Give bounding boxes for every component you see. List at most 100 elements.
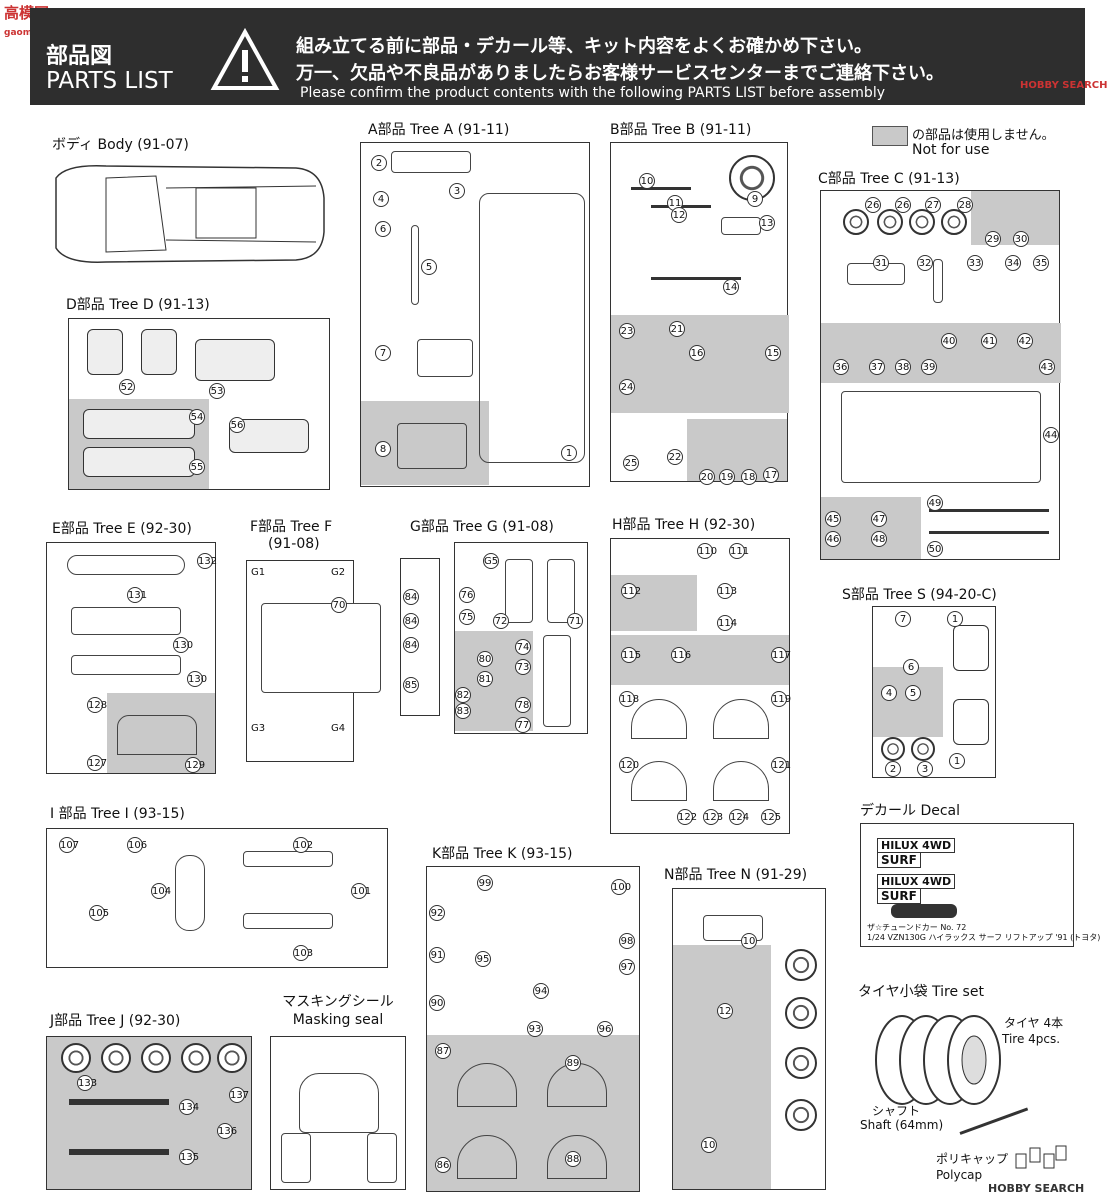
tree-label-f: F部品 Tree F: [250, 519, 333, 535]
part-num: 102: [293, 837, 313, 853]
part-num: 124: [729, 809, 749, 825]
part-num: 5: [905, 685, 921, 701]
part-num: 71: [567, 613, 583, 629]
part-num: 27: [925, 197, 941, 213]
decal-brand-1b: HILUX 4WD: [877, 874, 956, 889]
part-num: 14: [723, 279, 739, 295]
masking-seal-sheet: [270, 1036, 406, 1190]
part-num: 133: [77, 1075, 97, 1091]
legend-text-en: Not for use: [912, 142, 990, 158]
part-num: 26: [865, 197, 881, 213]
part-num: 84: [403, 613, 419, 629]
tree-d-runner: 52 53 54 55 56: [68, 318, 330, 490]
part-num: 122: [677, 809, 697, 825]
part-num: 112: [621, 583, 641, 599]
part-num: 16: [689, 345, 705, 361]
page-title-jp: 部品図: [46, 44, 113, 69]
polycap-drawing: [1015, 1145, 1067, 1169]
part-num: 36: [833, 359, 849, 375]
part-num: 88: [565, 1151, 581, 1167]
tree-label-b: B部品 Tree B (91-11): [610, 122, 752, 138]
part-num: 32: [917, 255, 933, 271]
tire-label-en: Tire 4pcs.: [1002, 1032, 1061, 1046]
part-num: 54: [189, 409, 205, 425]
part-num: 46: [825, 531, 841, 547]
part-num: 9: [747, 191, 763, 207]
part-num: 81: [477, 671, 493, 687]
part-num: 77: [515, 717, 531, 733]
part-num: 6: [903, 659, 919, 675]
part-num: 84: [403, 637, 419, 653]
part-num: 111: [729, 543, 749, 559]
polycap-label-en: Polycap: [936, 1168, 983, 1182]
part-num: 35: [1033, 255, 1049, 271]
part-num: 13: [759, 215, 775, 231]
tree-label-i: I 部品 Tree I (93-15): [50, 806, 185, 822]
tree-i-runner: 107 106 102 101 104 105 103: [46, 828, 388, 968]
part-num: 132: [197, 553, 217, 569]
part-num: 128: [87, 697, 107, 713]
part-num: 41: [981, 333, 997, 349]
part-num: 119: [771, 691, 791, 707]
decal-caption-1: ザ☆チューンドカー No. 72: [867, 923, 967, 932]
part-num: 96: [597, 1021, 613, 1037]
tree-j-runner: 133 134 135 136 137: [46, 1036, 252, 1190]
part-num: 116: [671, 647, 691, 663]
tree-label-body: ボディ Body (91-07): [52, 137, 189, 153]
part-num: 22: [667, 449, 683, 465]
part-num: 38: [895, 359, 911, 375]
part-num: 134: [179, 1099, 199, 1115]
part-num: 21: [669, 321, 685, 337]
part-num: 7: [895, 611, 911, 627]
part-num: 97: [619, 959, 635, 975]
decal-sheet: HILUX 4WD SURF HILUX 4WD SURF ザ☆チューンドカー …: [860, 823, 1100, 947]
part-num: 117: [771, 647, 791, 663]
part-num: 83: [455, 703, 471, 719]
part-num: 75: [459, 609, 475, 625]
part-num: 31: [873, 255, 889, 271]
part-num: 114: [717, 615, 737, 631]
part-num: 121: [771, 757, 791, 773]
body-shell-drawing: [55, 165, 325, 263]
part-num: 23: [619, 323, 635, 339]
part-num: 3: [449, 183, 465, 199]
legend-text-jp: の部品は使用しません。: [912, 128, 1055, 143]
part-num: 113: [717, 583, 737, 599]
gate-label: G1: [251, 567, 266, 578]
tree-h-runner: 110 111 112 113 114 115 116 117 118 119 …: [610, 538, 791, 834]
part-num: 104: [151, 883, 171, 899]
part-num: 55: [189, 459, 205, 475]
part-num: 131: [127, 587, 147, 603]
tree-label-h: H部品 Tree H (92-30): [612, 517, 756, 533]
part-num: 53: [209, 383, 225, 399]
part-num: 78: [515, 697, 531, 713]
part-num: 103: [293, 945, 313, 961]
part-num: 98: [619, 933, 635, 949]
tree-s-runner: 7 1 6 4 5 2 3 1: [872, 606, 996, 778]
part-num: 12: [671, 207, 687, 223]
part-num: 73: [515, 659, 531, 675]
part-num: 26: [895, 197, 911, 213]
decal-brand-2b: SURF: [877, 888, 921, 904]
part-num: G5: [483, 553, 499, 569]
tree-g-runner: G5 76 75 72 71 74 73 80 81 82 83 78 77: [454, 542, 588, 734]
part-num: 4: [373, 191, 389, 207]
part-num: 92: [429, 905, 445, 921]
part-num: 1: [947, 611, 963, 627]
tree-label-j: J部品 Tree J (92-30): [50, 1013, 181, 1029]
part-num: 74: [515, 639, 531, 655]
tree-label-d: D部品 Tree D (91-13): [66, 297, 210, 313]
part-num: 137: [229, 1087, 249, 1103]
part-num: 94: [533, 983, 549, 999]
part-num: 127: [87, 755, 107, 771]
part-num: 2: [885, 761, 901, 777]
part-num: 125: [761, 809, 781, 825]
part-num: 95: [475, 951, 491, 967]
part-num: 10: [741, 933, 757, 949]
part-num: 115: [621, 647, 641, 663]
part-num: 93: [527, 1021, 543, 1037]
part-num: 2: [371, 155, 387, 171]
part-num: 30: [1013, 231, 1029, 247]
part-num: 50: [927, 541, 943, 557]
tree-f-runner: G1 G2 G3 G4 70: [246, 560, 381, 762]
